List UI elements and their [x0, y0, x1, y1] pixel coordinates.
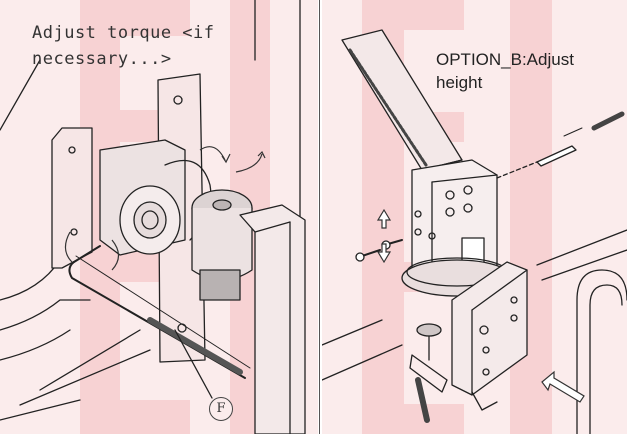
torque-adjustment-drawing — [0, 0, 306, 434]
height-adjustment-drawing — [322, 0, 627, 434]
part-callout-f: F — [209, 397, 233, 421]
option-line-1: OPTION_B:Adjust — [436, 50, 574, 69]
left-illustration-panel: Adjust torque <if necessary...> F — [0, 0, 318, 434]
instruction-line-1: Adjust torque <if — [32, 23, 215, 43]
rotate-arrow-icon — [64, 146, 266, 271]
panel-divider — [318, 0, 322, 434]
instruction-line-2: necessary...> — [32, 49, 172, 69]
up-down-arrow-icon — [376, 208, 392, 264]
option-line-2: height — [436, 73, 483, 92]
insert-arrow-icon — [541, 370, 585, 403]
torque-instruction: Adjust torque <if necessary...> — [32, 20, 215, 72]
